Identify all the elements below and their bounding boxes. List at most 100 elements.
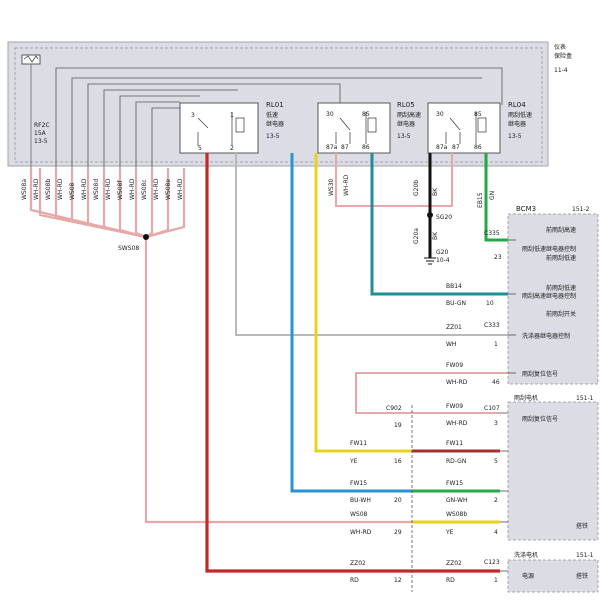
harness-label-8: WS08f bbox=[117, 180, 124, 200]
label-g20b-color: BK bbox=[432, 187, 439, 196]
pin-washer-1: 1 bbox=[494, 577, 498, 584]
wiper-motor-pin-1: 搭铁 bbox=[576, 522, 588, 530]
relay-rl01-ref: 13-5 bbox=[266, 133, 280, 140]
wire-fw15-blue bbox=[290, 153, 412, 493]
splice-sws08-label: SWS08 bbox=[118, 245, 139, 252]
relay-rl04-pin86: 86 bbox=[474, 144, 482, 151]
bcm3-module bbox=[507, 213, 599, 385]
bcm3-pin-7: 雨刮复位信号 bbox=[522, 370, 558, 378]
harness-label-1: WH-RD bbox=[33, 178, 40, 200]
label-ws30-color: WH-RD bbox=[343, 174, 350, 196]
relay-rl01-coil-icon bbox=[235, 117, 245, 133]
splice-sg20-dot bbox=[427, 212, 433, 218]
harness-label-2: WS08b bbox=[45, 179, 52, 200]
relay-rl04-pin87a: 87a bbox=[436, 144, 448, 151]
harness-label-11: WH-RD bbox=[153, 178, 160, 200]
label-fw09b-color: WH-RD bbox=[446, 420, 468, 427]
label-zz02-right-color: RD bbox=[446, 577, 455, 584]
washer-motor-module bbox=[507, 559, 599, 593]
relay-rl05-pin86: 86 bbox=[362, 144, 370, 151]
bcm3-pin-4: 雨刮高速继电器控制 bbox=[522, 292, 576, 300]
fuse-rating: 15A bbox=[34, 130, 47, 137]
bcm3-pin-1: 雨刮低速继电器控制 bbox=[522, 245, 576, 253]
label-fw15-right-color: GN-WH bbox=[446, 497, 468, 504]
pin-motor-3: 3 bbox=[494, 420, 498, 427]
relay-rl05-box bbox=[317, 102, 391, 154]
label-g20a: G20a bbox=[413, 228, 420, 244]
wire-bb14-bu-gn bbox=[370, 153, 508, 296]
label-fw11-right: FW11 bbox=[446, 440, 463, 447]
washer-motor-ref: 151-1 bbox=[576, 552, 594, 559]
fuse-box-label-line2: 保险盒 bbox=[554, 52, 572, 60]
wiper-motor-ref: 151-1 bbox=[576, 395, 594, 402]
label-fw15-right: FW15 bbox=[446, 480, 463, 487]
label-zz02-right: ZZ02 bbox=[446, 560, 462, 567]
relay-rl05-pin87: 87 bbox=[341, 144, 349, 151]
fuse-element-icon bbox=[23, 55, 39, 63]
harness-wire-labels: WS08a WH-RD WS08b WH-RD WS08 WH-RD WS08d… bbox=[21, 178, 184, 200]
harness-label-0: WS08a bbox=[21, 179, 28, 200]
relay-rl01-id: RL01 bbox=[266, 101, 284, 109]
label-zz02-left-color: RD bbox=[350, 577, 359, 584]
internal-bus-lines bbox=[55, 67, 503, 168]
bcm3-pin-5: 前雨刮开关 bbox=[546, 310, 576, 318]
washer-motor-pin-0: 电源 bbox=[522, 572, 534, 580]
relay-rl04-ref: 13-5 bbox=[508, 133, 522, 140]
pin-c902-20: 20 bbox=[394, 497, 402, 504]
bcm3-ref: 151-2 bbox=[572, 206, 590, 213]
pin-bcm3-23: 23 bbox=[494, 254, 502, 261]
washer-motor-pin-1: 搭铁 bbox=[576, 572, 588, 580]
label-eb15: EB15 bbox=[477, 192, 484, 208]
bcm3-title: BCM3 bbox=[516, 205, 536, 213]
harness-label-6: WS08d bbox=[93, 179, 100, 200]
pin-c902-16: 16 bbox=[394, 458, 402, 465]
relay-rl01-pin3: 3 bbox=[191, 112, 195, 119]
relay-rl05-ref: 13-5 bbox=[397, 133, 411, 140]
label-zz01-color: WH bbox=[446, 341, 456, 348]
pin-bcm3-1: 1 bbox=[494, 341, 498, 348]
relay-rl04-coil-icon bbox=[477, 117, 487, 133]
label-bb14: BB14 bbox=[446, 283, 462, 290]
bcm3-pin-2: 前雨刮低速 bbox=[546, 254, 576, 262]
pin-motor-2: 2 bbox=[494, 497, 498, 504]
relay-rl05-pin85: 85 bbox=[362, 111, 370, 118]
wire-zz01-white bbox=[235, 153, 508, 336]
harness-label-9: WH-RD bbox=[129, 178, 136, 200]
label-ws30: WS30 bbox=[328, 178, 335, 196]
pin-bcm3-10: 10 bbox=[486, 300, 494, 307]
pin-bcm3-46: 46 bbox=[492, 379, 500, 386]
splice-sws08-dot bbox=[143, 234, 149, 240]
fuse-symbol-icon bbox=[21, 54, 41, 65]
relay-rl04-name1: 雨刮低速 bbox=[508, 111, 532, 119]
pin-motor-4: 4 bbox=[494, 529, 498, 536]
relay-rl05-id: RL05 bbox=[397, 101, 415, 109]
relay-rl05-name1: 雨刮高速 bbox=[397, 111, 421, 119]
relay-rl01-pin1: 1 bbox=[230, 112, 234, 119]
relay-rl01-pin5: 5 bbox=[198, 145, 202, 152]
connector-c333-label: C333 bbox=[484, 322, 500, 329]
relay-rl04-pin87: 87 bbox=[452, 144, 460, 151]
harness-label-3: WH-RD bbox=[57, 178, 64, 200]
bcm3-pin-6: 洗涤器继电器控制 bbox=[522, 332, 570, 340]
label-ws08-right-color: YE bbox=[445, 529, 454, 536]
connector-c107-label: C107 bbox=[484, 405, 500, 412]
relay-rl04-box bbox=[427, 102, 501, 154]
label-g20b: G20b bbox=[413, 180, 420, 196]
pin-c902-19: 19 bbox=[394, 422, 402, 429]
bcm3-pin-3: 前雨刮低速 bbox=[546, 284, 576, 292]
ground-icon bbox=[424, 257, 436, 265]
label-zz01: ZZ01 bbox=[446, 324, 462, 331]
label-ws08-left: WS08 bbox=[350, 511, 368, 518]
washer-motor-title: 洗涤电机 bbox=[514, 551, 538, 559]
wire-fw09-wh-rd bbox=[355, 372, 508, 414]
relay-rl04-switch-icon bbox=[445, 112, 477, 144]
connector-c902-label: C902 bbox=[386, 405, 402, 412]
relay-rl04-pin30: 30 bbox=[436, 111, 444, 118]
label-fw15-left-color: BU-WH bbox=[350, 497, 371, 504]
fuse-box-label-line1: 仪表 bbox=[554, 43, 566, 51]
splice-sg20-label: SG20 bbox=[436, 214, 452, 221]
ground-label: G20 bbox=[436, 249, 448, 256]
connector-c335-label: C335 bbox=[484, 230, 500, 237]
relay-rl01-name2: 继电器 bbox=[266, 120, 284, 128]
